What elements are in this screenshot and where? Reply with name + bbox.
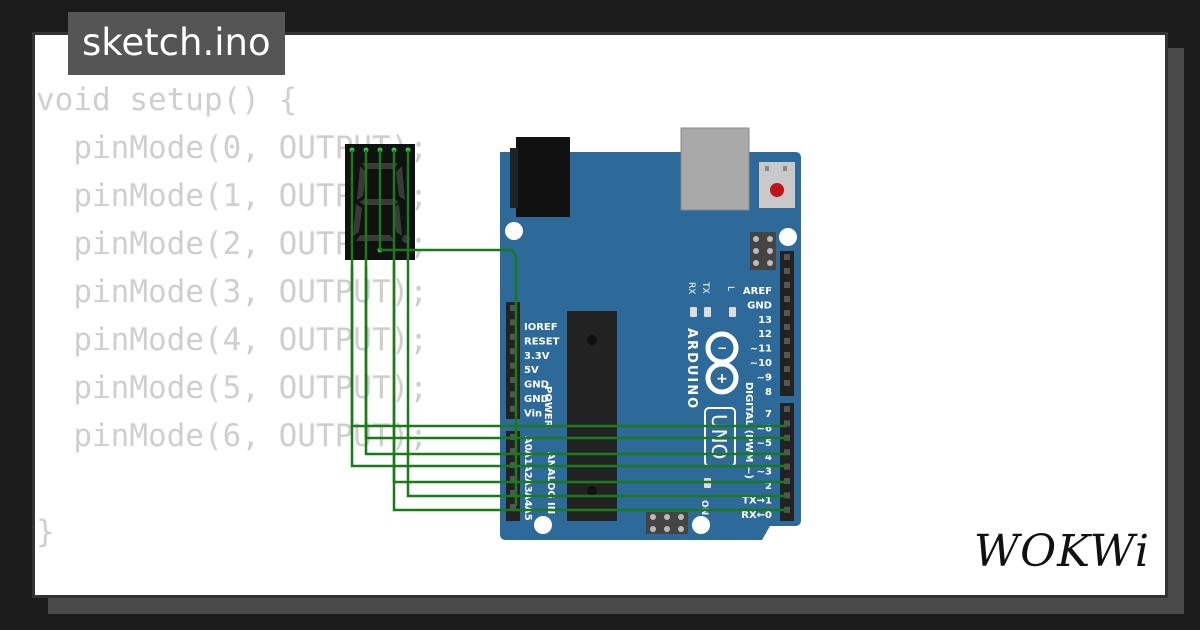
- code-line: pinMode(3, OUTPUT);: [36, 274, 428, 310]
- analog-pin-label: A5: [522, 506, 533, 521]
- header-pin[interactable]: [784, 380, 790, 386]
- header-pin[interactable]: [510, 362, 516, 369]
- code-line: }: [36, 514, 55, 550]
- analog-pin-label: A1: [522, 450, 533, 465]
- rx-led-label: RX: [686, 282, 696, 294]
- header-pin[interactable]: [784, 420, 790, 427]
- header-pin[interactable]: [510, 490, 516, 496]
- header-pin[interactable]: [510, 319, 516, 326]
- header-pin[interactable]: [784, 310, 790, 316]
- header-pin[interactable]: [510, 391, 516, 398]
- power-pin-label: 5V: [524, 365, 539, 376]
- header-pin[interactable]: [784, 282, 790, 288]
- analog-pin-label: A0: [522, 436, 533, 451]
- usb-connector: [680, 127, 750, 211]
- digital-pin-label: ~3: [757, 467, 772, 478]
- analog-pin-label: A4: [522, 492, 533, 507]
- wire-common: [380, 248, 518, 506]
- header-pin[interactable]: [784, 296, 790, 302]
- digital-pin-label: ~10: [750, 358, 772, 369]
- arduino-logo: [705, 331, 739, 395]
- header-pin[interactable]: [784, 449, 790, 456]
- header-pin[interactable]: [510, 348, 516, 355]
- header-pin[interactable]: [510, 333, 516, 340]
- wire-segment: [350, 266, 787, 468]
- analog-pin-label: A2: [522, 464, 533, 479]
- wokwi-logo: WOKWi: [973, 526, 1150, 577]
- tx-led-label: TX: [700, 281, 710, 294]
- digital-pin-label: TX→1: [742, 495, 772, 506]
- header-pin[interactable]: [784, 366, 790, 372]
- digital-pin-label: ~6: [757, 423, 772, 434]
- mounting-hole: [692, 516, 710, 534]
- mounting-hole: [779, 228, 797, 246]
- digital-pin-label: GND: [747, 300, 772, 311]
- mounting-hole: [534, 516, 552, 534]
- power-pin-label: GND: [524, 394, 549, 405]
- l-led-label: L: [725, 286, 735, 291]
- arduino-uno-board[interactable]: − + ARDUINO UNO DIGITAL (PWM ~) POWER AN…: [500, 127, 801, 540]
- on-led-label: ON: [699, 500, 709, 515]
- digital-section-label: DIGITAL (PWM ~): [743, 382, 754, 479]
- digital-pin-label: ~9: [757, 372, 772, 383]
- header-pin[interactable]: [510, 504, 516, 510]
- arduino-brand-text: ARDUINO: [684, 328, 699, 410]
- digital-pin-label: ~5: [757, 438, 772, 449]
- header-pin[interactable]: [510, 377, 516, 383]
- power-pin-label: 3.3V: [524, 351, 550, 362]
- code-line: void setup() {: [36, 82, 298, 118]
- digital-pin-label: 4: [765, 452, 772, 463]
- code-line: pinMode(5, OUTPUT);: [36, 370, 428, 406]
- header-pin[interactable]: [784, 268, 790, 274]
- uno-model-text: UNO: [707, 414, 731, 459]
- file-name-tab[interactable]: sketch.ino: [68, 12, 285, 75]
- digital-pin-label: ~11: [750, 344, 772, 355]
- code-line: pinMode(6, OUTPUT);: [36, 418, 428, 454]
- digital-pin-label: 7: [765, 409, 772, 420]
- header-pin[interactable]: [784, 338, 790, 344]
- wire-segment: [364, 266, 787, 456]
- power-pin-label: GND: [524, 380, 549, 391]
- code-line: pinMode(4, OUTPUT);: [36, 322, 428, 358]
- power-pin-label: Vin: [524, 408, 542, 419]
- code-preview: void setup() { pinMode(0, OUTPUT); pinMo…: [36, 76, 428, 556]
- header-pin[interactable]: [510, 448, 516, 454]
- power-pin-label: RESET: [524, 336, 560, 347]
- header-pin[interactable]: [784, 324, 790, 330]
- header-pin[interactable]: [784, 352, 790, 358]
- header-pin[interactable]: [510, 476, 516, 482]
- wires: [350, 150, 787, 512]
- svg-text:−: −: [717, 341, 727, 355]
- mounting-hole: [505, 222, 523, 240]
- digital-pin-label: 12: [758, 329, 772, 340]
- power-jack: [516, 137, 570, 217]
- digital-pin-label: 2: [765, 481, 772, 492]
- digital-header-low: [780, 403, 794, 521]
- wire-segment: [392, 262, 787, 484]
- digital-pin-label: 13: [758, 315, 772, 326]
- header-pin[interactable]: [784, 406, 790, 412]
- digital-pin-label: RX←0: [741, 510, 772, 521]
- digital-header-high: [780, 251, 794, 396]
- header-pin[interactable]: [784, 254, 790, 260]
- svg-text:+: +: [716, 371, 728, 387]
- header-pin[interactable]: [510, 405, 516, 412]
- power-pin-label: IOREF: [524, 322, 558, 333]
- analog-pin-label: A3: [522, 478, 533, 493]
- wire-segment: [406, 150, 787, 498]
- digital-pin-label: AREF: [743, 286, 772, 297]
- reset-button[interactable]: [770, 183, 784, 197]
- header-pin[interactable]: [510, 305, 516, 311]
- digital-pin-label: 8: [765, 387, 772, 398]
- power-section-label: POWER: [542, 386, 553, 428]
